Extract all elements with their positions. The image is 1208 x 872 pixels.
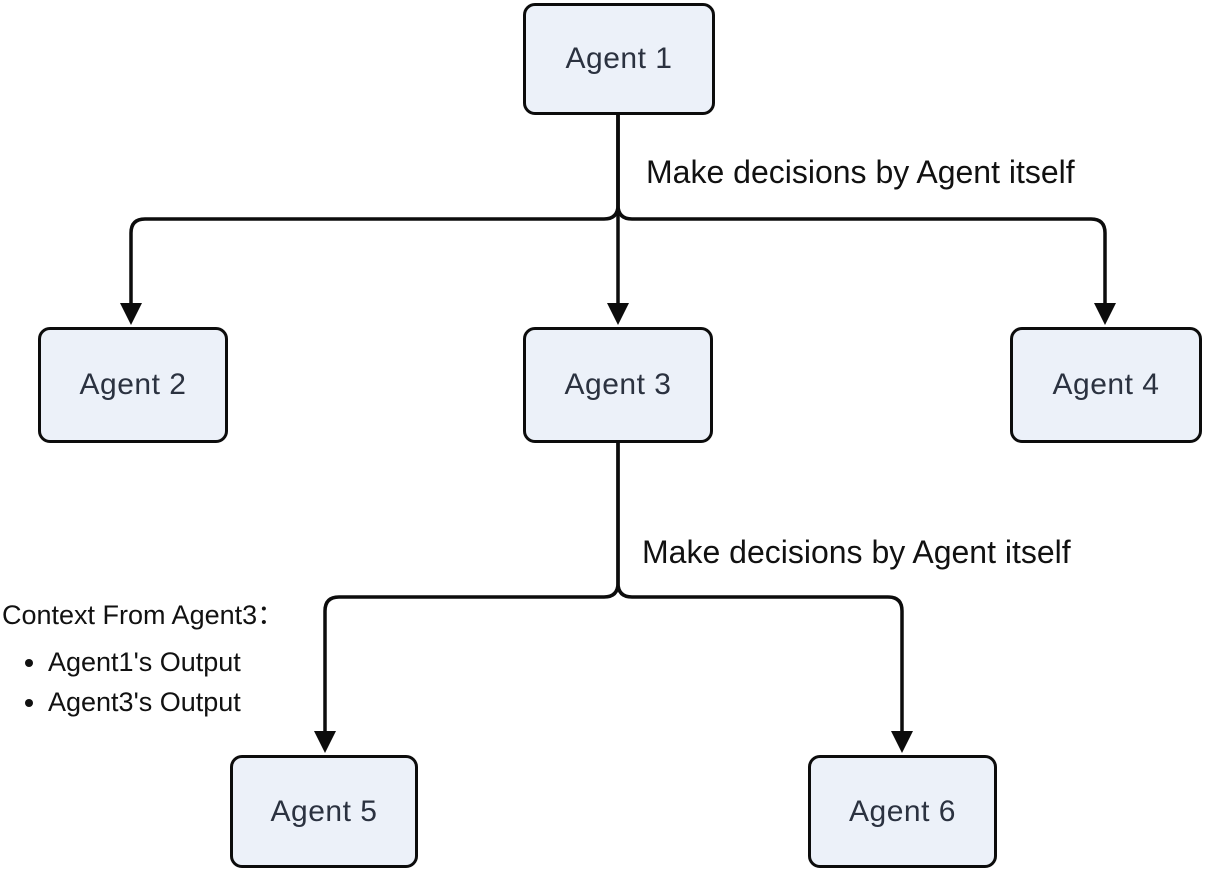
edge-agent3-agent6 bbox=[616, 443, 904, 732]
arrowhead-agent2 bbox=[120, 303, 142, 325]
node-label: Agent 6 bbox=[849, 794, 956, 828]
node-agent-5: Agent 5 bbox=[230, 755, 418, 868]
edge-label-top: Make decisions by Agent itself bbox=[646, 154, 1075, 190]
edge-agent3-agent5 bbox=[323, 443, 620, 732]
context-note: Context From Agent3： Agent1's Output Age… bbox=[2, 598, 284, 722]
context-note-item: Agent3's Output bbox=[48, 682, 284, 722]
context-note-title: Context From Agent3： bbox=[2, 600, 285, 630]
node-label: Agent 3 bbox=[564, 368, 672, 401]
node-agent-1: Agent 1 bbox=[523, 3, 715, 115]
arrowhead-agent3 bbox=[607, 303, 629, 325]
node-agent-2: Agent 2 bbox=[38, 327, 228, 443]
arrowhead-agent6 bbox=[891, 731, 913, 753]
edge-label-bottom: Make decisions by Agent itself bbox=[642, 534, 1071, 570]
node-label: Agent 2 bbox=[79, 368, 187, 401]
node-agent-4: Agent 4 bbox=[1010, 327, 1202, 443]
node-label: Agent 1 bbox=[565, 42, 673, 75]
context-note-item: Agent1's Output bbox=[48, 642, 284, 682]
node-label: Agent 5 bbox=[270, 794, 378, 828]
node-agent-3: Agent 3 bbox=[523, 327, 713, 443]
node-label: Agent 4 bbox=[1052, 368, 1160, 401]
edge-agent1-agent2 bbox=[129, 115, 620, 304]
context-note-list: Agent1's Output Agent3's Output bbox=[2, 642, 284, 722]
edge-agent1-agent4 bbox=[616, 115, 1107, 304]
node-agent-6: Agent 6 bbox=[808, 755, 997, 868]
arrowhead-agent5 bbox=[314, 731, 336, 753]
arrowhead-agent4 bbox=[1094, 303, 1116, 325]
